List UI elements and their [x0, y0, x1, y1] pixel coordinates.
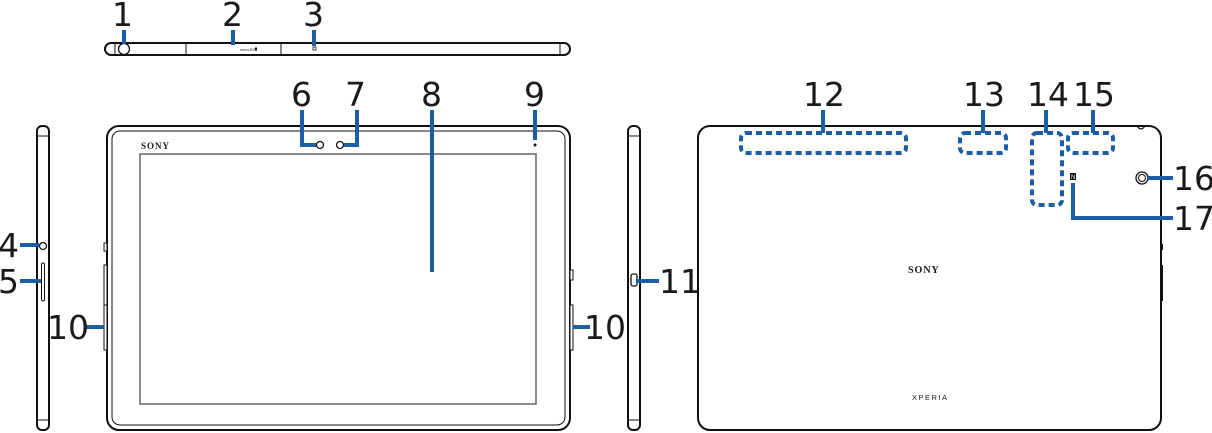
- top-edge-view: microSD 1 2 3: [104, 0, 571, 56]
- nfc-mark: [1070, 173, 1076, 180]
- side-button-bump: [103, 242, 108, 252]
- back-side-key: [1161, 265, 1163, 301]
- rear-camera-lens: [1137, 173, 1147, 183]
- back-body: [697, 125, 1162, 431]
- nfc-icon: N: [1071, 175, 1075, 181]
- callout-10-left: 10: [47, 308, 89, 347]
- front-camera: [335, 140, 345, 150]
- callout-7: 7: [345, 75, 366, 114]
- side-key-bump: [103, 264, 108, 306]
- back-side-bump: [697, 268, 699, 280]
- back-model-logo: XPERIA: [912, 393, 949, 402]
- callout-4: 4: [0, 226, 19, 265]
- callout-14: 14: [1027, 75, 1069, 114]
- callout-3: 3: [303, 0, 324, 34]
- leader-6: [300, 110, 316, 147]
- back-view: SONY XPERIA N 12 13 14 15 16 17: [697, 75, 1212, 431]
- callout-13: 13: [963, 75, 1005, 114]
- side-port-bump: [569, 269, 574, 281]
- back-side-bump: [1161, 244, 1163, 250]
- callout-15: 15: [1073, 75, 1115, 114]
- callout-5: 5: [0, 262, 19, 301]
- callout-17: 17: [1173, 199, 1212, 238]
- top-edge-body: [104, 42, 571, 56]
- mic-hole: [312, 46, 317, 51]
- microsd-slot-label: microSD: [240, 47, 255, 52]
- front-bezel: [111, 130, 566, 426]
- volume-key: [41, 262, 45, 302]
- right-side-view: 11: [627, 125, 701, 431]
- callout-11: 11: [659, 262, 701, 301]
- leader-17: [1071, 183, 1173, 220]
- front-view: SONY 6 7 8 9 10 10: [47, 75, 626, 431]
- left-side-body: [36, 125, 50, 431]
- speaker-right: [569, 304, 574, 351]
- right-side-body: [627, 125, 641, 431]
- power-key: [38, 241, 48, 251]
- display: [139, 153, 537, 405]
- top-mic-notch: [1136, 125, 1146, 130]
- notification-led: [533, 143, 537, 147]
- callout-10-right: 10: [584, 308, 626, 347]
- leader-7: [344, 110, 359, 147]
- callout-2: 2: [222, 0, 243, 34]
- callout-12: 12: [803, 75, 845, 114]
- speaker-left: [103, 304, 108, 351]
- callout-16: 16: [1173, 159, 1212, 198]
- callout-6: 6: [291, 75, 312, 114]
- callout-8: 8: [421, 75, 442, 114]
- left-side-view: 4 5: [0, 125, 50, 431]
- front-brand-logo: SONY: [141, 141, 170, 151]
- callout-1: 1: [112, 0, 133, 34]
- back-brand-logo: SONY: [908, 265, 940, 276]
- slot-mark: [255, 47, 257, 51]
- callout-9: 9: [524, 75, 545, 114]
- proximity-sensor: [315, 140, 325, 150]
